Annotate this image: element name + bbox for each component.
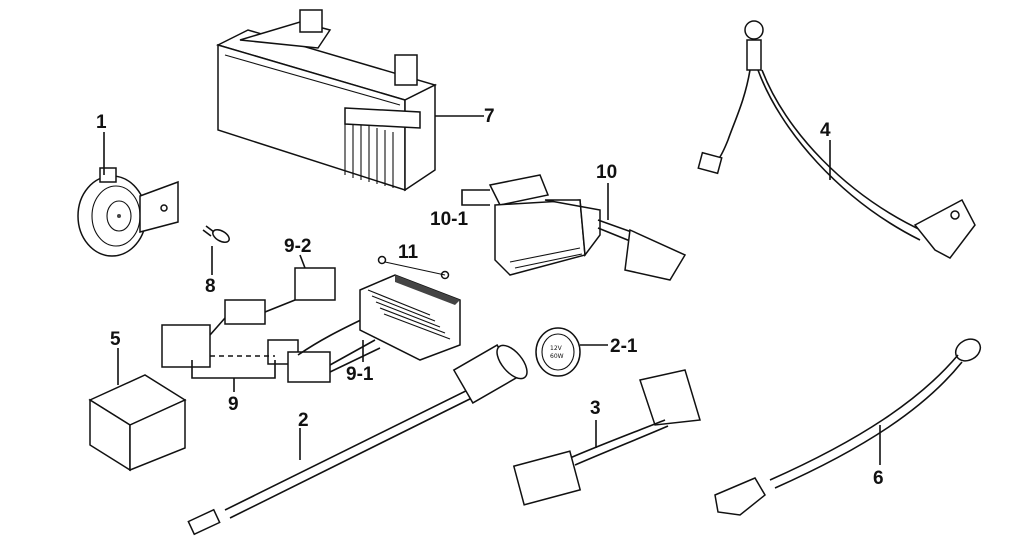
socket-voltage-text: 12V <box>550 345 563 352</box>
callout-10: 10 <box>596 162 617 183</box>
callout-11: 11 <box>398 242 419 263</box>
callout-7: 7 <box>484 106 495 127</box>
socket-cable[interactable] <box>187 340 532 536</box>
fuse-box[interactable] <box>88 374 187 472</box>
leader-lines <box>103 115 881 465</box>
callout-9-1: 9-1 <box>346 364 374 385</box>
callout-2-1: 2-1 <box>610 336 638 357</box>
ground-cable[interactable] <box>697 20 976 259</box>
callout-1: 1 <box>96 112 107 133</box>
callout-4: 4 <box>820 120 831 141</box>
regulator-rectifier[interactable] <box>359 274 461 361</box>
callout-8: 8 <box>205 276 216 297</box>
callout-9: 9 <box>228 394 239 415</box>
ground-strap[interactable] <box>714 335 984 516</box>
callout-6: 6 <box>873 468 884 489</box>
callout-2: 2 <box>298 410 309 431</box>
power-socket[interactable]: 12V 60W <box>535 327 581 377</box>
mounting-screws[interactable] <box>377 255 450 280</box>
socket-watt-text: 60W <box>550 353 564 360</box>
callout-5: 5 <box>110 329 121 350</box>
relay-wire[interactable] <box>512 369 701 506</box>
battery[interactable] <box>215 9 438 192</box>
callout-3: 3 <box>590 398 601 419</box>
wiring-harness[interactable] <box>161 267 381 383</box>
screw[interactable] <box>202 225 231 245</box>
callout-9-2: 9-2 <box>284 236 311 257</box>
callout-10-1: 10-1 <box>430 209 468 230</box>
starter-relay[interactable] <box>488 174 687 281</box>
horn[interactable] <box>77 167 179 257</box>
